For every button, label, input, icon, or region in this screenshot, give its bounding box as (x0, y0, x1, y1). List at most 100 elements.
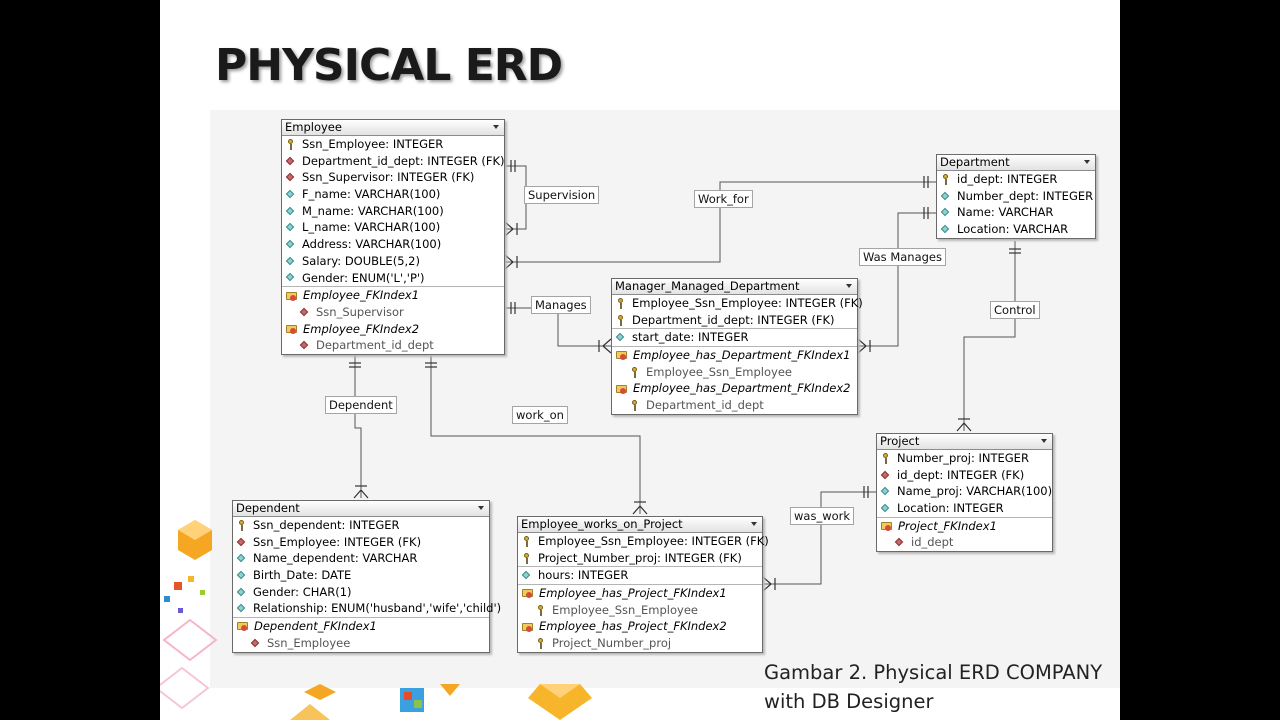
column-row: M_name: VARCHAR(100) (282, 203, 504, 220)
entity-header[interactable]: Department (937, 155, 1095, 171)
entity-header[interactable]: Employee (282, 120, 504, 136)
relationship-label-control: Control (990, 301, 1040, 319)
column-row: Ssn_Employee: INTEGER (FK) (233, 534, 489, 551)
index-field: id_dept (911, 535, 954, 550)
index-folder-icon (616, 350, 628, 361)
index-folder-icon (286, 291, 298, 301)
line-was-manages (858, 212, 936, 347)
relationship-label-manages: Manages (531, 296, 591, 314)
entity-employee-works-on-project[interactable]: Employee_works_on_Project Employee_Ssn_E… (517, 516, 769, 653)
index-field-row: Employee_Ssn_Employee (612, 364, 857, 381)
index-field: Project_Number_proj (552, 636, 672, 651)
column-row: Salary: DOUBLE(5,2) (282, 253, 504, 270)
relationship-label-work-for: Work_for (694, 190, 753, 208)
column-text: Address: VARCHAR(100) (302, 237, 442, 252)
dropdown-arrow-icon[interactable] (846, 284, 852, 288)
entity-header[interactable]: Project (877, 434, 1052, 450)
column-text: Name_proj: VARCHAR(100) (897, 484, 1053, 499)
column-row: Ssn_Employee: INTEGER (282, 136, 504, 153)
index-folder-icon (616, 384, 628, 394)
entity-manager-managed-department[interactable]: Manager_Managed_Department Employee_Ssn_… (611, 278, 863, 415)
line-was-work (763, 491, 876, 585)
index-field: Department_id_dept (316, 338, 434, 353)
foreign-key-icon (286, 172, 295, 183)
column-text: Number_proj: INTEGER (897, 451, 1029, 465)
entity-title: Manager_Managed_Department (615, 279, 800, 293)
dropdown-arrow-icon[interactable] (751, 522, 757, 526)
column-row: start_date: INTEGER (612, 329, 857, 346)
column-row: Address: VARCHAR(100) (282, 236, 504, 253)
column-text: Gender: ENUM('L','P') (302, 270, 425, 285)
dropdown-arrow-icon[interactable] (478, 506, 484, 510)
index-field: Department_id_dept (646, 398, 764, 413)
primary-key-icon (616, 314, 625, 326)
column-row: Relationship: ENUM('husband','wife','chi… (233, 600, 501, 617)
attribute-icon (522, 570, 531, 581)
column-text: Number_dept: INTEGER (957, 188, 1094, 203)
attribute-icon (286, 272, 295, 283)
column-row: Ssn_Supervisor: INTEGER (FK) (282, 169, 504, 186)
entity-project[interactable]: Project Number_proj: INTEGER id_dept: IN… (876, 433, 1053, 553)
column-text: id_dept: INTEGER (FK) (897, 467, 1025, 482)
index-row: Employee_has_Department_FKIndex2 (612, 380, 857, 397)
relationship-label-was-manages: Was Manages (859, 248, 947, 266)
column-row: hours: INTEGER (518, 567, 762, 584)
entity-title: Dependent (236, 501, 300, 515)
decorative-shapes-bottom (290, 684, 460, 720)
column-row: Name: VARCHAR (937, 204, 1095, 221)
entity-header[interactable]: Manager_Managed_Department (612, 279, 857, 295)
attribute-icon (941, 224, 950, 235)
column-list: id_dept: INTEGER Number_dept: INTEGER Na… (937, 171, 1095, 238)
column-text: Ssn_Employee: INTEGER (302, 137, 444, 151)
index-name: Employee_FKIndex1 (303, 288, 420, 303)
index-folder-icon (522, 622, 534, 632)
column-row: Employee_Ssn_Employee: INTEGER (FK) (518, 533, 769, 550)
index-folder-icon (881, 521, 893, 532)
column-list: Employee_Ssn_Employee: INTEGER (FK) Proj… (518, 533, 769, 568)
column-list: Ssn_dependent: INTEGER Ssn_Employee: INT… (233, 517, 501, 619)
column-row: Name_proj: VARCHAR(100) (877, 483, 1052, 500)
foreign-key-icon (300, 307, 309, 318)
column-row: id_dept: INTEGER (FK) (877, 467, 1052, 484)
column-row: Number_dept: INTEGER (937, 188, 1095, 205)
entity-header[interactable]: Employee_works_on_Project (518, 517, 762, 533)
column-text: M_name: VARCHAR(100) (302, 203, 444, 218)
relationship-label-was-work: was_work (790, 507, 855, 525)
attribute-icon (881, 486, 890, 497)
entity-employee[interactable]: Employee Ssn_Employee: INTEGER Departmen… (281, 119, 505, 355)
index-field-row: Project_Number_proj (518, 635, 762, 652)
index-field: Employee_Ssn_Employee (552, 602, 698, 617)
dropdown-arrow-icon[interactable] (1084, 160, 1090, 164)
dropdown-arrow-icon[interactable] (493, 125, 499, 129)
column-text: L_name: VARCHAR(100) (302, 220, 441, 235)
index-folder-icon (237, 621, 249, 632)
entity-dependent[interactable]: Dependent Ssn_dependent: INTEGER Ssn_Emp… (232, 500, 501, 653)
column-text: Relationship: ENUM('husband','wife','chi… (253, 601, 502, 616)
index-row: Employee_FKIndex1 (282, 287, 504, 304)
primary-key-icon (522, 552, 531, 564)
index-field: Employee_Ssn_Employee (646, 364, 792, 379)
dropdown-arrow-icon[interactable] (1041, 439, 1047, 443)
column-text: Ssn_Supervisor: INTEGER (FK) (302, 170, 475, 185)
column-row: Location: VARCHAR (937, 221, 1095, 238)
column-text: F_name: VARCHAR(100) (302, 187, 441, 202)
primary-key-icon (630, 366, 639, 378)
primary-key-icon (286, 138, 295, 150)
column-text: start_date: INTEGER (632, 330, 749, 345)
relationship-label-supervision: Supervision (524, 186, 600, 204)
column-text: Department_id_dept: INTEGER (FK) (632, 312, 835, 327)
index-name: Dependent_FKIndex1 (254, 619, 377, 634)
entity-department[interactable]: Department id_dept: INTEGER Number_dept:… (936, 154, 1096, 239)
index-list: Dependent_FKIndex1 Ssn_Employee (233, 618, 489, 651)
column-text: Department_id_dept: INTEGER (FK) (302, 153, 505, 168)
index-field-row: Department_id_dept (612, 397, 857, 414)
index-field: Ssn_Employee (267, 635, 351, 650)
figure-caption: Gambar 2. Physical ERD COMPANY with DB D… (764, 658, 1102, 716)
line-work-on (430, 355, 641, 514)
entity-header[interactable]: Dependent (233, 501, 489, 517)
primary-key-icon (630, 399, 639, 411)
index-field-row: Ssn_Employee (233, 635, 489, 652)
index-list: Employee_has_Department_FKIndex1 Employe… (612, 347, 857, 414)
column-text: Salary: DOUBLE(5,2) (302, 253, 420, 268)
index-row: Project_FKIndex1 (877, 518, 1052, 535)
